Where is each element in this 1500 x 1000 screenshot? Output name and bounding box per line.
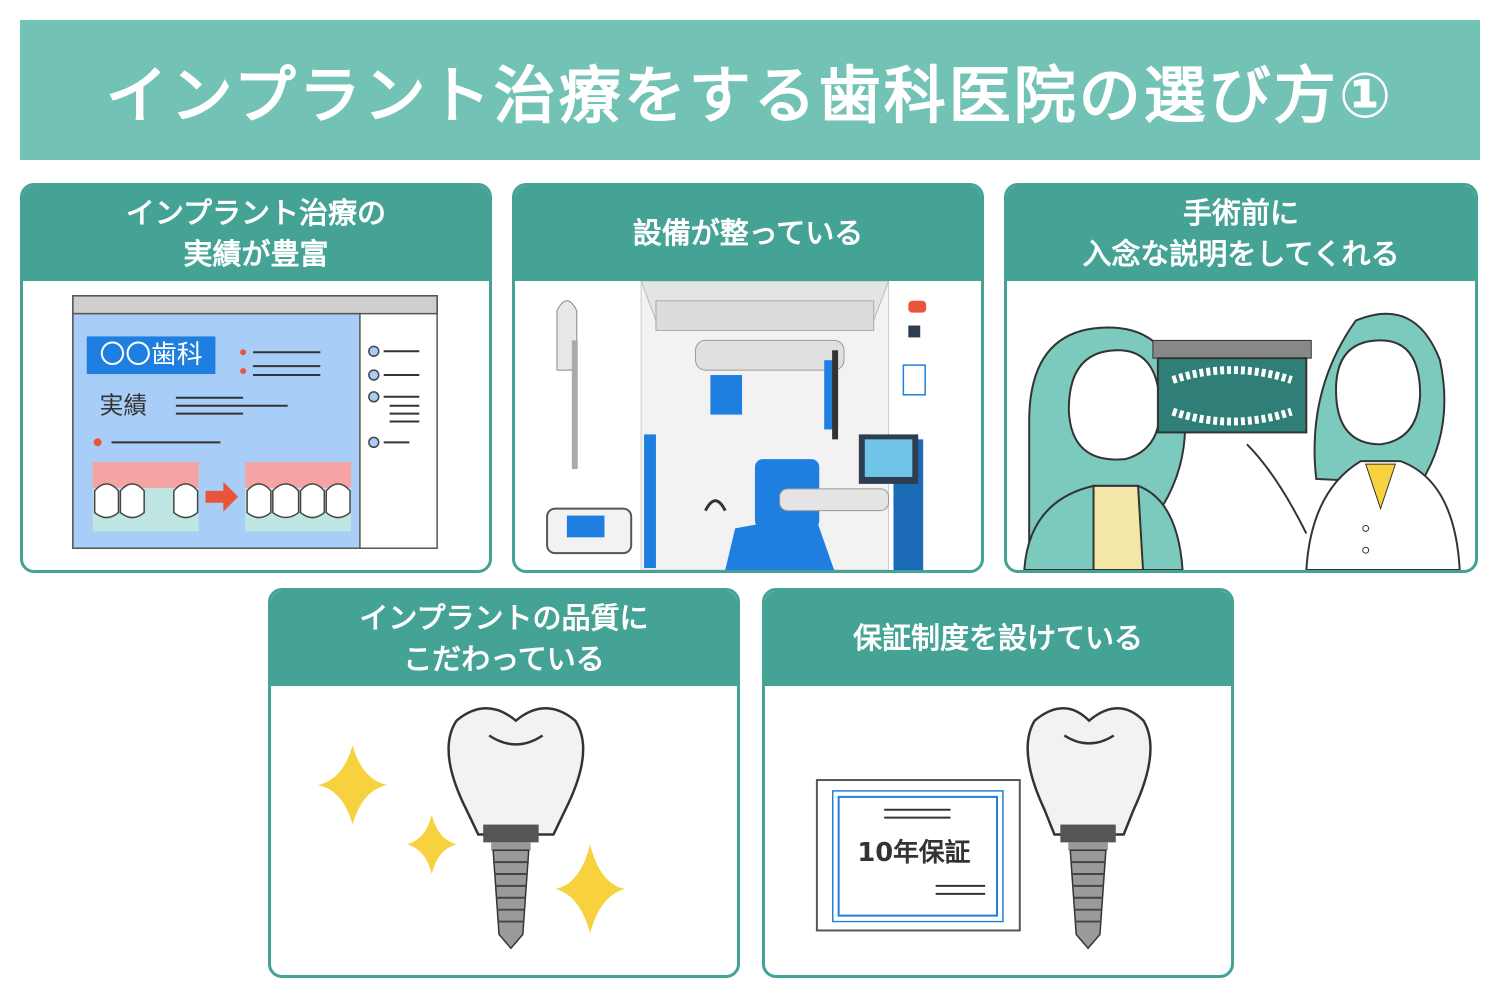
card-title-line1: 手術前に (1182, 195, 1299, 230)
sparkle-icon (407, 814, 457, 875)
title-banner: インプラント治療をする歯科医院の選び方① (20, 20, 1480, 160)
card-illustration (1007, 281, 1475, 570)
warranty-illustration: 10年保証 (815, 707, 1152, 950)
card-quality: インプラントの品質にこだわっている (268, 588, 740, 978)
sparkle-icon (555, 844, 625, 934)
card-header: 設備が整っている (515, 186, 981, 281)
implant-sparkle-illustration (317, 707, 625, 950)
card-title-line2: 入念な説明をしてくれる (1082, 236, 1400, 271)
card-illustration (271, 686, 737, 975)
consultation-illustration (1023, 312, 1461, 570)
certificate-text: 10年保証 (857, 837, 970, 868)
dental-chair-illustration (517, 281, 979, 570)
website-illustration: 〇〇歯科 実績 (72, 295, 438, 549)
card-title-line2: こだわっている (403, 641, 605, 676)
card-header: インプラント治療の実績が豊富 (23, 186, 489, 281)
page-title: インプラント治療をする歯科医院の選び方① (105, 59, 1395, 132)
implant-icon (447, 707, 585, 950)
card-title-line1: インプラントの品質に (359, 600, 649, 635)
card-equipment: 設備が整っている (512, 183, 984, 573)
card-track-record: インプラント治療の実績が豊富 〇〇歯科 実績 (20, 183, 492, 573)
card-illustration (515, 281, 981, 570)
card-title-line1: 保証制度を設けている (852, 621, 1143, 655)
card-header: 保証制度を設けている (765, 591, 1231, 686)
record-label: 実績 (100, 392, 148, 420)
card-title-line1: インプラント治療の (125, 195, 387, 230)
card-illustration: 〇〇歯科 実績 (23, 281, 489, 570)
card-warranty: 保証制度を設けている 10年保証 (762, 588, 1234, 978)
card-illustration: 10年保証 (765, 686, 1231, 975)
sparkle-icon (317, 745, 388, 825)
certificate: 10年保証 (815, 779, 1021, 932)
implant-icon (1026, 707, 1152, 950)
arrow-right-icon (205, 481, 239, 512)
card-title-line2: 実績が豊富 (183, 236, 329, 271)
card-title-line1: 設備が整っている (632, 216, 864, 250)
card-explanation: 手術前に入念な説明をしてくれる (1004, 183, 1478, 573)
card-header: 手術前に入念な説明をしてくれる (1007, 186, 1475, 281)
clinic-badge-text: 〇〇歯科 (100, 340, 203, 370)
card-header: インプラントの品質にこだわっている (271, 591, 737, 686)
